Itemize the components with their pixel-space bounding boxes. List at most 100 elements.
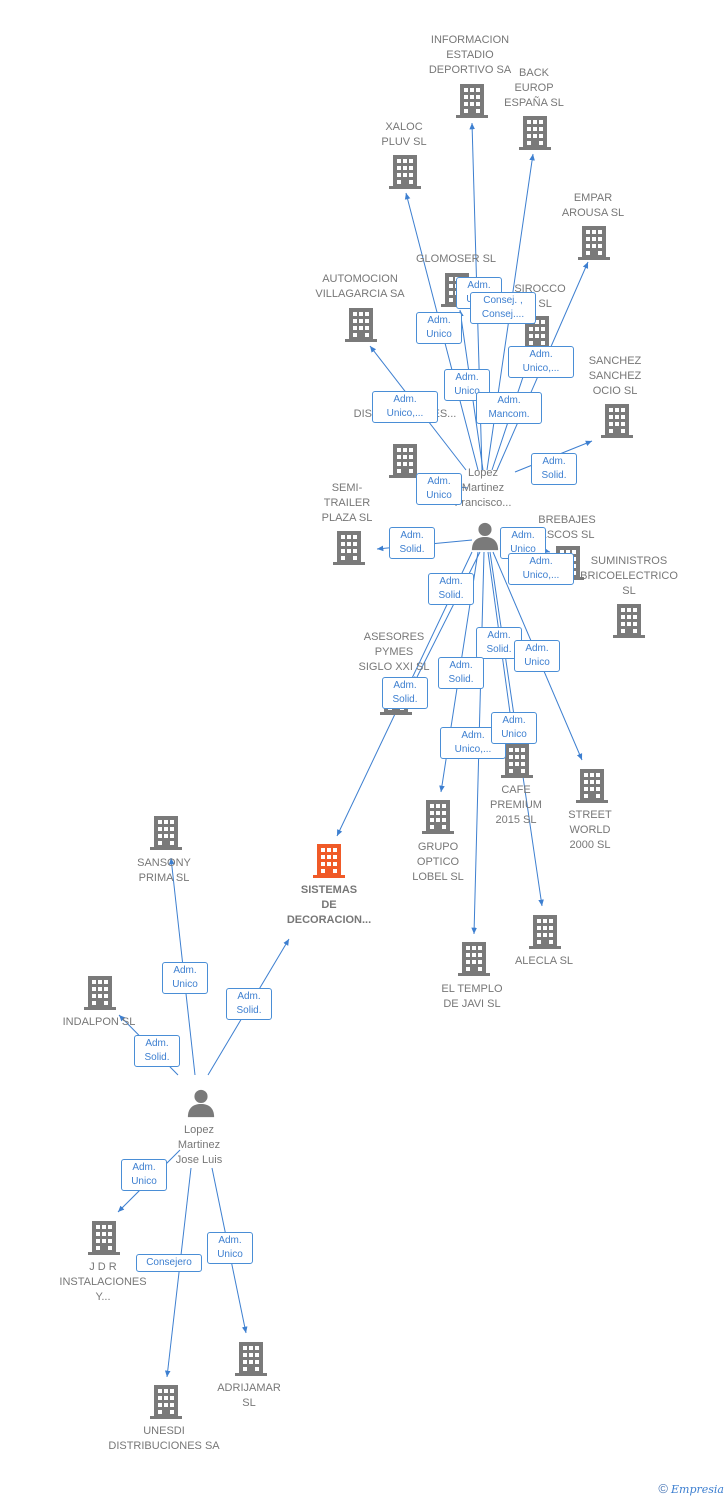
edge-role-box-sanchez[interactable]: Adm.Solid. xyxy=(531,453,577,485)
edge-role-box-back[interactable]: Consej. ,Consej.... xyxy=(470,292,536,324)
edge-role-text: Unico xyxy=(172,979,198,990)
node-label-line: EUROP xyxy=(514,82,554,94)
node-label-line: BRICOELECTRICO xyxy=(580,570,678,582)
node-label-line: PREMIUM xyxy=(490,799,542,811)
person-icon-lmf[interactable] xyxy=(471,522,499,551)
footer-brand[interactable]: © Empresia xyxy=(658,1481,724,1496)
edge-role-box-suministros[interactable]: Adm.Unico,... xyxy=(508,553,574,585)
building-icon-jdr[interactable] xyxy=(88,1221,120,1255)
node-label-glomoser[interactable]: GLOMOSER SL xyxy=(416,252,496,267)
edge-role-text: Unico xyxy=(524,657,550,668)
edge-role-text: Unico xyxy=(510,544,536,555)
node-label-line: EMPAR xyxy=(573,192,613,204)
node-label-line: XALOC xyxy=(385,121,423,133)
building-icon-grupo[interactable] xyxy=(422,800,454,834)
edge-role-text: Adm. xyxy=(132,1162,156,1173)
edge-role-box-distribuciones[interactable]: Adm.Unico xyxy=(416,473,462,505)
edge-role-box-adrijamar[interactable]: Adm.Unico xyxy=(207,1232,253,1264)
edge-role-box-sansony[interactable]: Adm. Unico xyxy=(162,962,208,994)
node-label-line: SISTEMAS xyxy=(300,884,358,896)
building-icon-empar[interactable] xyxy=(578,226,610,260)
brand-name: Empresia xyxy=(671,1483,724,1496)
edge-role-box-empar[interactable]: Adm.Unico,... xyxy=(508,346,574,378)
node-label-indalpon[interactable]: INDALPON SL xyxy=(63,1015,136,1030)
building-icon-sanchez[interactable] xyxy=(601,404,633,438)
node-label-line: PYMES xyxy=(374,646,414,658)
edge-role-text: Adm. xyxy=(393,394,417,405)
building-icon-alecla[interactable] xyxy=(529,915,561,949)
node-label-line: WORLD xyxy=(569,824,611,836)
node-label-line: 2000 SL xyxy=(569,839,611,851)
edge-role-text: Adm. xyxy=(487,630,511,641)
edge-lmj-unesdi xyxy=(164,1167,192,1378)
edge-role-box-sirocco[interactable]: Adm.Mancom. xyxy=(476,392,542,424)
edge-role-text: Adm. xyxy=(525,643,549,654)
edge-role-box-jdr[interactable]: Adm.Unico xyxy=(121,1159,167,1191)
edge-role-box-street[interactable]: Adm. Unico xyxy=(514,640,560,672)
edge-role-text: Adm. xyxy=(439,576,463,587)
edge-role-text: Solid. xyxy=(541,470,567,481)
edge-role-box-sistemas[interactable]: Adm.Solid. xyxy=(382,677,428,709)
building-icon-adrijamar[interactable] xyxy=(235,1342,267,1376)
edge-role-box-sistemas[interactable]: Adm. Solid. xyxy=(226,988,272,1020)
edge-role-box-alecla[interactable]: Adm.Unico xyxy=(491,712,537,744)
building-icon-unesdi[interactable] xyxy=(150,1385,182,1419)
building-icon-sansony[interactable] xyxy=(150,816,182,850)
edge-role-text: Adm. xyxy=(173,965,197,976)
edge-role-box-indalpon[interactable]: Adm.Solid. xyxy=(134,1035,180,1067)
edge-role-text: Adm. xyxy=(449,660,473,671)
edge-role-box-semitrailer[interactable]: Adm.Solid. xyxy=(389,527,435,559)
building-icon-indalpon[interactable] xyxy=(84,976,116,1010)
node-label-alecla[interactable]: ALECLA SL xyxy=(515,954,573,969)
building-icon-templo[interactable] xyxy=(458,942,490,976)
edge-role-text: Adm. xyxy=(237,991,261,1002)
node-label-line: ALECLA SL xyxy=(514,955,574,967)
edge-role-box-automocion[interactable]: Adm.Unico,... xyxy=(372,391,438,423)
building-icon-informacion[interactable] xyxy=(456,84,488,118)
building-icon-automocion[interactable] xyxy=(345,308,377,342)
building-icon-back[interactable] xyxy=(519,116,551,150)
node-label-line: Y... xyxy=(95,1291,111,1303)
person-icon-lmj[interactable] xyxy=(187,1089,215,1118)
building-icon-xaloc[interactable] xyxy=(389,155,421,189)
edge-role-text: Solid. xyxy=(448,674,474,685)
edge-role-text: Adm. xyxy=(145,1038,169,1049)
building-icon-semitrailer[interactable] xyxy=(333,531,365,565)
edge-role-box-asesores[interactable]: Adm.Solid. xyxy=(428,573,474,605)
edge-role-box-unesdi[interactable]: Consejero xyxy=(136,1254,202,1272)
building-icon-sistemas[interactable] xyxy=(313,844,345,878)
node-label-line: DEPORTIVO SA xyxy=(428,64,512,76)
edge-role-text: Unico,... xyxy=(522,363,560,374)
building-icon-suministros[interactable] xyxy=(613,604,645,638)
node-label-line: Lopez xyxy=(468,467,498,479)
building-icon-street[interactable] xyxy=(576,769,608,803)
node-label-line: Jose Luis xyxy=(175,1154,223,1166)
edge-role-text: Adm. xyxy=(502,715,526,726)
node-label-line: CAFE xyxy=(501,784,531,796)
edge-role-box-xaloc[interactable]: Adm.Unico xyxy=(416,312,462,344)
edge-role-text: Consej.... xyxy=(481,309,525,320)
edge-role-text: Solid. xyxy=(236,1005,262,1016)
edge-role-box-grupo[interactable]: Adm. Solid. xyxy=(438,657,484,689)
